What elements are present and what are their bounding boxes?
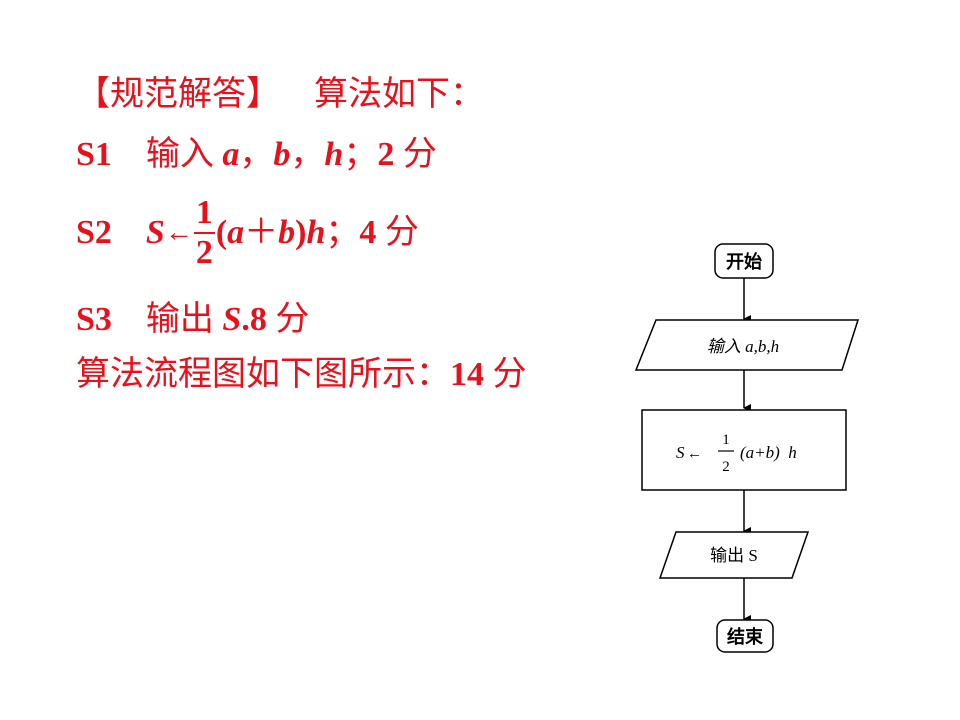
line-heading: 【规范解答】算法如下：: [76, 78, 484, 112]
paren-open: (: [215, 214, 228, 251]
input-label: 输入 a,b,h: [707, 337, 779, 356]
comma: ，: [290, 136, 325, 173]
step-verb: 输出: [145, 301, 214, 338]
flowchart-svg: 开始 输入 a,b,h S ← 1 2 (a+b) h 输出 S 结束: [634, 243, 860, 653]
period: .: [241, 301, 250, 338]
step-label: S3: [76, 301, 112, 338]
paren-close: ): [295, 214, 307, 251]
var-a: a: [222, 136, 240, 173]
score-unit: 分: [492, 356, 527, 393]
fraction-numerator: 1: [193, 196, 215, 234]
assign-arrow: ←: [164, 217, 193, 248]
score: 14: [450, 356, 484, 393]
var-a: a: [227, 214, 245, 251]
process-rest: (a+b) h: [740, 443, 797, 462]
note-content: 算法流程图如下图所示：: [76, 356, 450, 393]
fraction-denominator: 2: [195, 234, 213, 271]
step-label: S1: [76, 136, 112, 173]
score: 4: [359, 214, 377, 251]
var-s: S: [145, 214, 165, 251]
heading-content: 算法如下：: [314, 76, 484, 113]
semicolon: ；: [325, 214, 360, 251]
process-arrow: ←: [687, 446, 702, 462]
line-flowchart-note: 算法流程图如下图所示：14 分: [76, 358, 527, 392]
score-unit: 分: [384, 214, 419, 251]
score: 2: [377, 136, 395, 173]
process-lhs: S: [676, 443, 685, 462]
score-unit: 分: [275, 301, 310, 338]
var-h: h: [306, 214, 326, 251]
score: 8: [249, 301, 267, 338]
comma: ，: [239, 136, 274, 173]
flowchart: 开始 输入 a,b,h S ← 1 2 (a+b) h 输出 S 结束: [620, 230, 870, 675]
var-s: S: [222, 301, 242, 338]
process-num: 1: [722, 432, 730, 448]
process-den: 2: [722, 459, 730, 475]
line-step-3: S3 输出 S.8 分: [76, 303, 309, 337]
end-terminal: [716, 619, 774, 653]
start-label: 开始: [726, 251, 762, 272]
heading-bracket: 【规范解答】: [76, 76, 280, 113]
step-verb: 输入: [145, 136, 214, 173]
semicolon: ；: [343, 136, 378, 173]
input-block: [634, 319, 860, 371]
score-unit: 分: [402, 136, 437, 173]
step-label: S2: [76, 214, 112, 251]
output-block: [658, 531, 810, 579]
var-b: b: [278, 214, 296, 251]
var-h: h: [324, 136, 344, 173]
output-label: 输出 S: [710, 546, 758, 565]
plus-sign: ＋: [244, 214, 279, 251]
end-label: 结束: [727, 626, 764, 647]
var-b: b: [273, 136, 291, 173]
